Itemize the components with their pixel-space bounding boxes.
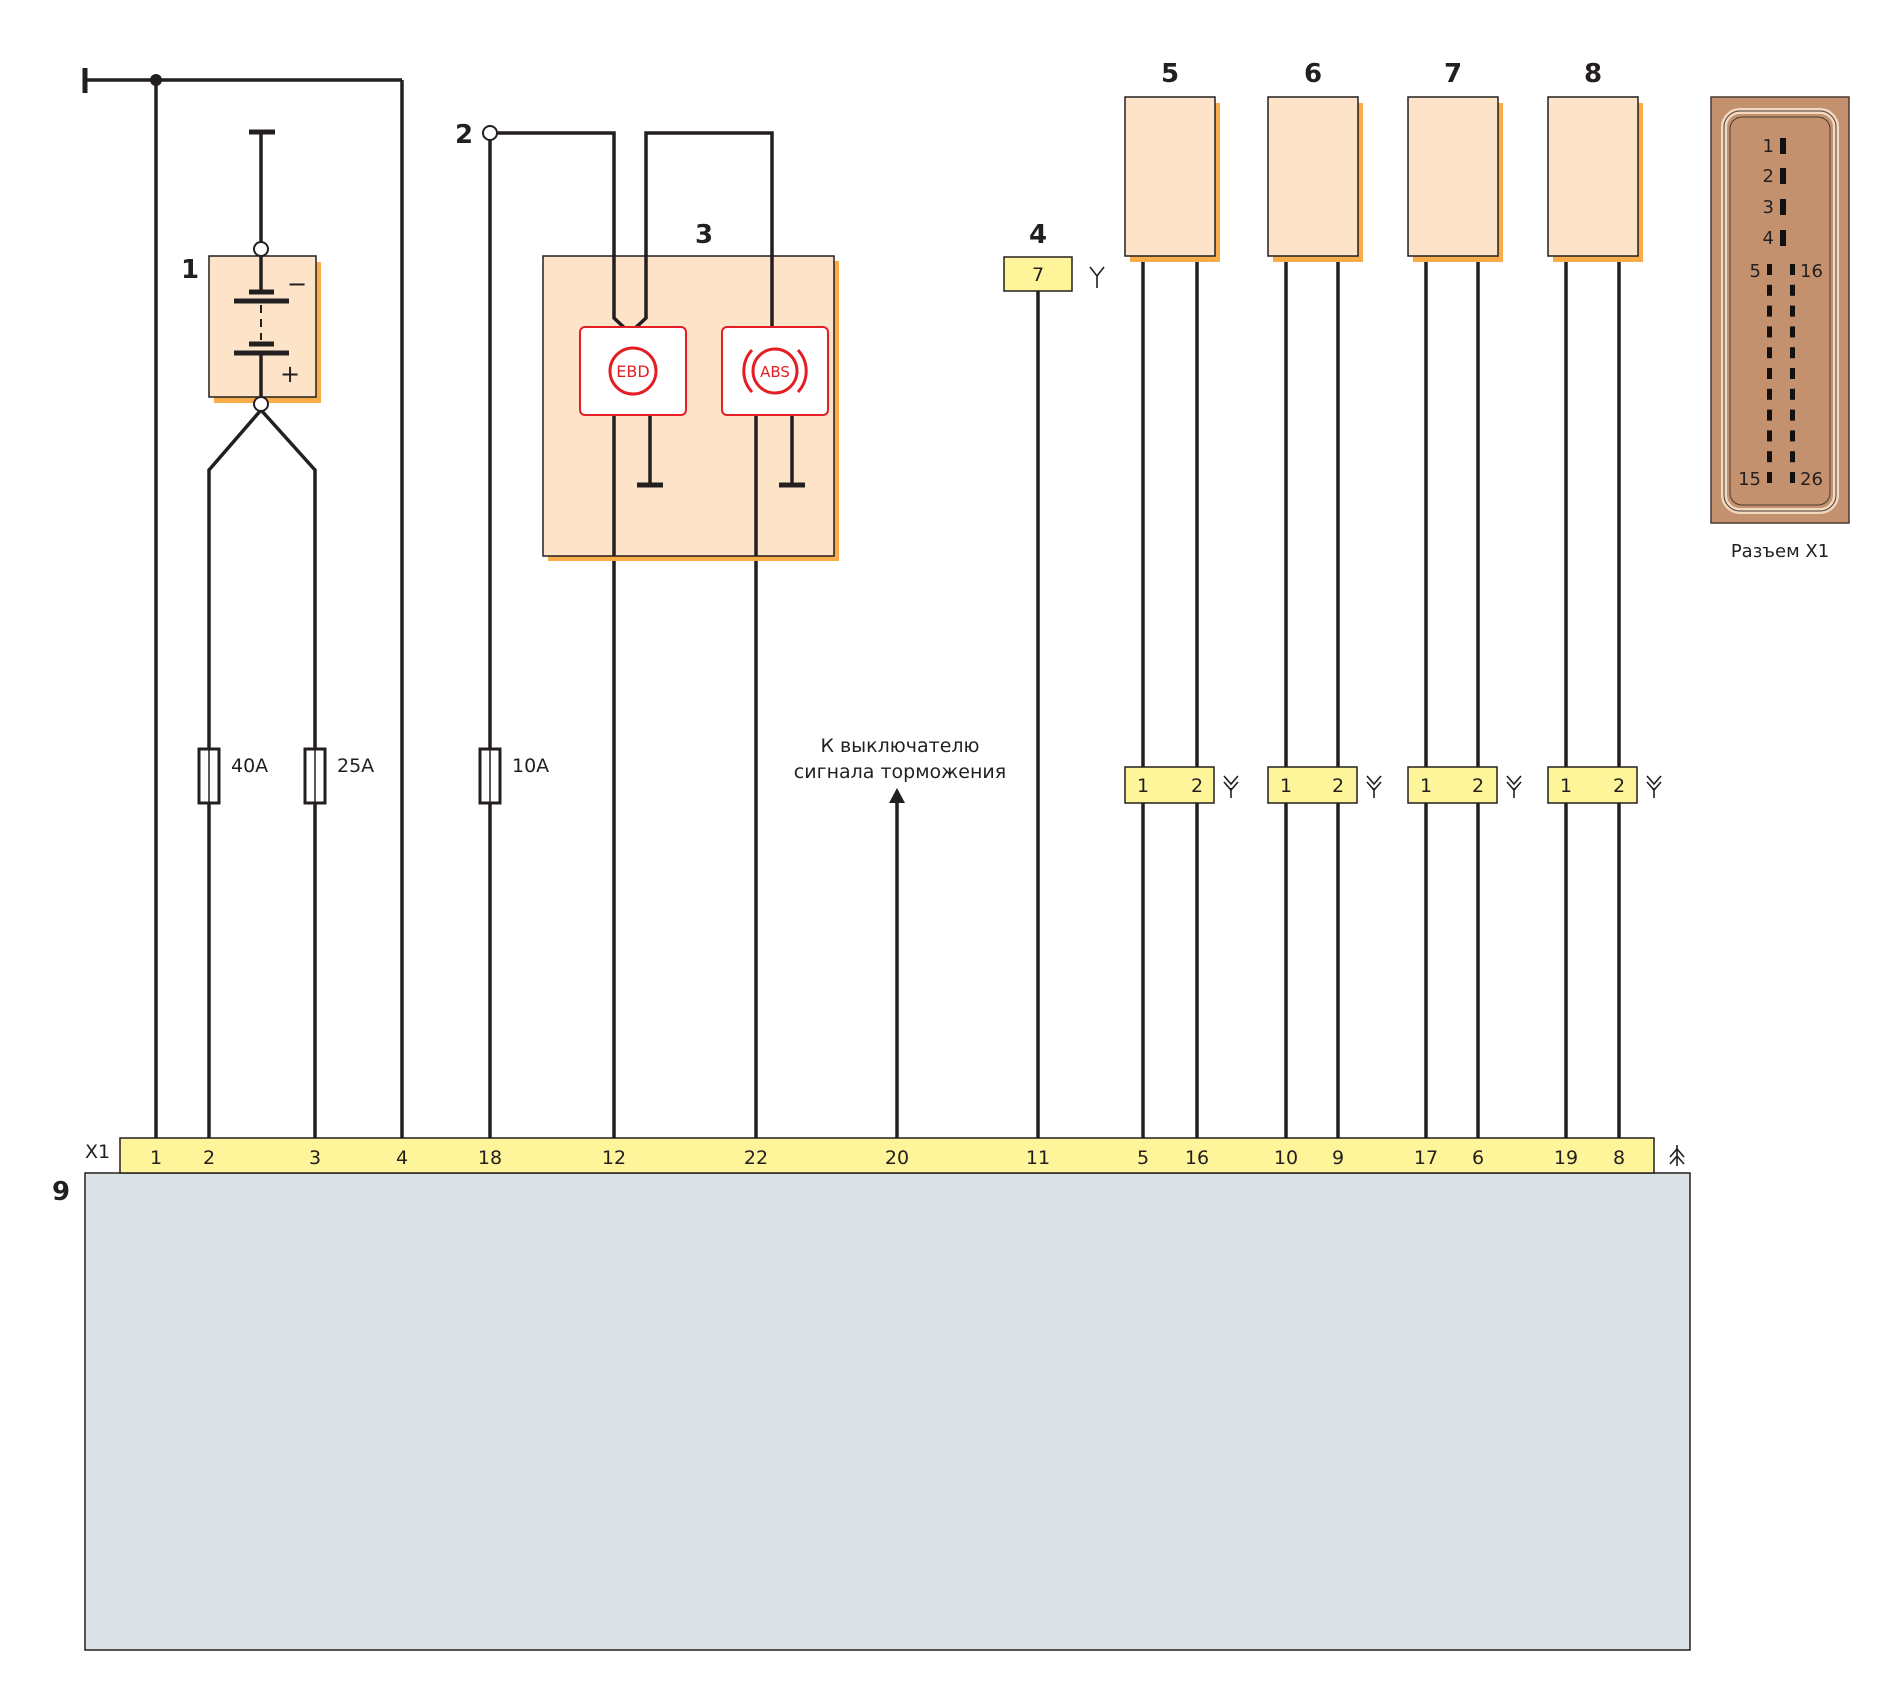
fuse-rating: 40A (231, 755, 268, 777)
abs-lamp-text: ABS (760, 363, 790, 381)
brake-note-line-2: сигнала торможения (794, 761, 1006, 783)
diag-pin-label: 7 (1032, 264, 1044, 286)
brake-switch-note: К выключателю сигнала торможения (794, 735, 1006, 783)
sensor-pin-label: 1 (1137, 775, 1149, 797)
component-label-7: 7 (1444, 59, 1462, 89)
x1-pin-label: 1 (150, 1147, 162, 1169)
x1-pin-label: 11 (1026, 1147, 1050, 1169)
component-label-8: 8 (1584, 59, 1602, 89)
sensor-pin-label: 2 (1472, 775, 1484, 797)
x1-view-pin-label: 26 (1800, 469, 1823, 490)
connector-plug-icon (1506, 775, 1522, 798)
sensor-pin-label: 2 (1613, 775, 1625, 797)
connector-socket-icon (1089, 266, 1105, 288)
x1-pin-label: 8 (1613, 1147, 1625, 1169)
x1-view-pin-label: 2 (1763, 166, 1774, 187)
x1-label: X1 (85, 1141, 110, 1163)
x1-pin-label: 18 (478, 1147, 502, 1169)
x1-pin-label: 10 (1274, 1147, 1298, 1169)
arrow-up-icon (889, 788, 905, 803)
x1-view-pin-label: 3 (1763, 197, 1774, 218)
ebd-warning-lamp: EBD (579, 326, 687, 416)
wheel-sensor-5: 5 1 2 (1124, 59, 1239, 804)
fuse-rating: 10A (512, 755, 549, 777)
x1-pin-label: 22 (744, 1147, 768, 1169)
x1-view-pin-label: 16 (1800, 261, 1823, 282)
x1-view-pin-label: 4 (1763, 228, 1774, 249)
fuse: 25A (303, 747, 374, 805)
wire-x1-2 (207, 408, 263, 1138)
component-label-5: 5 (1161, 59, 1179, 89)
x1-pin-label: 19 (1554, 1147, 1578, 1169)
sensor-pin-label: 1 (1420, 775, 1432, 797)
sensor-connector (1267, 766, 1358, 804)
component-label-4: 4 (1029, 220, 1047, 250)
connector-symbol-icon (1669, 1145, 1685, 1166)
x1-pin-label: 3 (309, 1147, 321, 1169)
cluster-internal-wires (612, 256, 805, 556)
battery-plus-sign: + (280, 360, 300, 388)
x1-pin-label: 4 (396, 1147, 408, 1169)
x1-pin-label: 16 (1185, 1147, 1209, 1169)
abs-warning-lamp: ABS (721, 326, 829, 416)
sensor-connector (1547, 766, 1638, 804)
connector-plug-icon (1366, 775, 1382, 798)
connector-plug-icon (1223, 775, 1239, 798)
sensor-pin-label: 2 (1332, 775, 1344, 797)
x1-pin-label: 6 (1472, 1147, 1484, 1169)
x1-pin-label: 2 (203, 1147, 215, 1169)
x1-view-caption: Разъем X1 (1731, 541, 1829, 562)
abs-control-unit: 9 (52, 1172, 1691, 1651)
sensor-connector (1407, 766, 1498, 804)
sensor-connector (1124, 766, 1215, 804)
sensor-pin-label: 1 (1280, 775, 1292, 797)
component-label-1: 1 (181, 255, 199, 285)
connector-plug-icon (1646, 775, 1662, 798)
ebd-lamp-icon (608, 346, 658, 396)
x1-pin-label: 9 (1332, 1147, 1344, 1169)
fuse: 40A (197, 747, 268, 805)
brake-note-line-1: К выключателю (820, 735, 979, 757)
sensor-pin-label: 1 (1560, 775, 1572, 797)
x1-pin-label: 5 (1137, 1147, 1149, 1169)
x1-connector-view: 1 2 3 45 16 15 26 Разъем X1 (1710, 96, 1850, 562)
component-label-2: 2 (455, 120, 473, 150)
wheel-sensor-6: 6 1 2 (1267, 59, 1382, 804)
fuse-rating: 25A (337, 755, 374, 777)
wheel-sensor-7: 7 1 2 (1407, 59, 1522, 804)
x1-pin-label: 12 (602, 1147, 626, 1169)
diagnostic-connector: 7 4 (1003, 220, 1105, 292)
x1-view-pin-label: 5 (1750, 261, 1761, 282)
fuse: 10A (478, 747, 549, 805)
battery-minus-sign: − (287, 270, 307, 298)
battery: − + 1 (181, 241, 321, 412)
x1-view-pin-label: 15 (1738, 469, 1761, 490)
x1-pin-label: 20 (885, 1147, 909, 1169)
x1-pin-label: 17 (1414, 1147, 1438, 1169)
ignition-terminal: 2 (455, 120, 498, 150)
component-label-6: 6 (1304, 59, 1322, 89)
wire-x1-3 (259, 408, 317, 1138)
component-label-3: 3 (695, 220, 713, 250)
junction-dot (150, 74, 162, 86)
x1-view-pin-label: 1 (1763, 136, 1774, 157)
ebd-lamp-text: EBD (616, 362, 649, 381)
wires (82, 68, 1621, 1138)
fuses: 40A 25A 10A (197, 747, 549, 805)
component-label-9: 9 (52, 1177, 70, 1207)
sensor-pin-label: 2 (1191, 775, 1203, 797)
wheel-sensor-8: 8 1 2 (1547, 59, 1662, 804)
abs-lamp-icon (751, 347, 799, 395)
